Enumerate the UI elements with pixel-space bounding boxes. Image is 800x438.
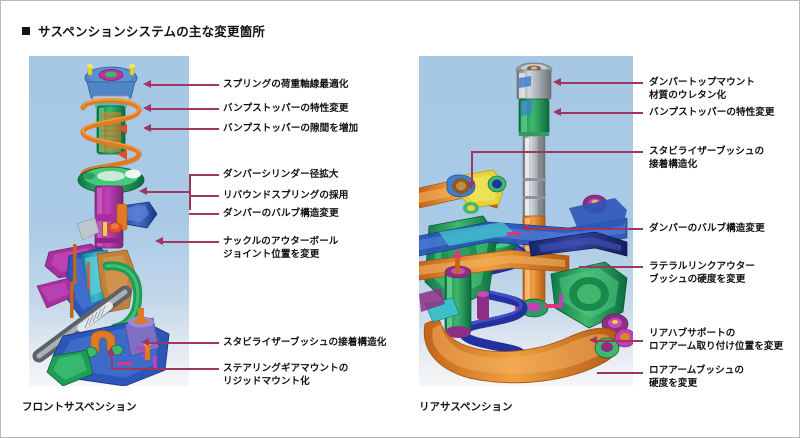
annotation-rear-6-label: リアハブサポートの ロアアーム取り付け位置を変更 [649, 328, 784, 353]
annotation-rear-2-label: バンプストッパーの特性変更 [649, 107, 775, 118]
page-title-text: サスペンションシステムの主な変更箇所 [38, 24, 266, 39]
arrow-front-8 [141, 338, 149, 346]
annotation-front-2-label: バンプストッパーの特性変更 [223, 103, 349, 114]
annotation-rear-5: ラテラルリンクアウター ブッシュの硬度を変更 [649, 260, 755, 286]
bullet-square-icon [22, 26, 30, 35]
leader-line-front-2 [151, 108, 219, 110]
front-suspension-figure [29, 56, 189, 386]
leader-vert-rear-3 [471, 151, 473, 183]
annotation-front-3: バンプストッパーの隙間を増加 [223, 122, 358, 135]
annotation-front-4-label: ダンパーシリンダー径拡大 [223, 169, 339, 180]
rear-suspension-cad-art [419, 56, 633, 386]
leader-line-rear-6 [597, 340, 643, 342]
rear-figure-caption: リアサスペンション [419, 401, 513, 413]
leader-line-front-4 [189, 174, 219, 176]
leader-line-rear-3 [471, 151, 643, 153]
annotation-rear-2: バンプストッパーの特性変更 [649, 106, 775, 119]
leader-line-front-7 [163, 241, 219, 243]
leader-line-rear-1 [561, 82, 643, 84]
annotation-front-7-label: ナックルのアウターボール ジョイント位置を変更 [223, 236, 339, 261]
front-figure-caption: フロントサスペンション [22, 401, 137, 413]
leader-line-rear-2 [561, 112, 643, 114]
leader-vert-front-9 [111, 353, 113, 369]
annotation-rear-6: リアハブサポートの ロアアーム取り付け位置を変更 [649, 327, 783, 353]
annotation-front-8: スタビライザーブッシュの接着構造化 [223, 336, 386, 349]
leader-line-front-5 [189, 195, 219, 197]
arrow-front-7 [155, 237, 163, 245]
arrow-rear-3 [467, 182, 475, 190]
arrow-front-9 [107, 347, 115, 355]
leader-line-front-4b [147, 191, 190, 193]
arrow-front-4 [139, 187, 147, 195]
leader-line-front-3 [151, 128, 219, 130]
annotation-rear-7: ロアアームブッシュの 硬度を変更 [649, 364, 744, 390]
annotation-rear-3-label: スタビライザーブッシュの 接着構造化 [649, 146, 765, 171]
arrow-front-2 [143, 104, 151, 112]
rear-suspension-figure [419, 56, 633, 386]
arrow-rear-6 [589, 336, 597, 344]
annotation-rear-1: ダンパートップマウント 材質のウレタン化 [649, 76, 755, 102]
annotation-rear-3: スタビライザーブッシュの 接着構造化 [649, 145, 764, 171]
annotation-rear-4: ダンパーのバルブ構造変更 [649, 222, 765, 235]
leader-line-rear-7 [597, 372, 643, 374]
leader-line-front-1 [151, 84, 219, 86]
arrow-rear-1 [553, 78, 561, 86]
annotation-front-1: スプリングの荷重軸線最適化 [223, 78, 348, 91]
leader-line-rear-4 [529, 228, 643, 230]
leader-line-front-6 [189, 213, 219, 215]
annotation-front-1-label: スプリングの荷重軸線最適化 [223, 79, 349, 90]
leader-line-front-9 [111, 368, 219, 370]
annotation-rear-4-label: ダンパーのバルブ構造変更 [649, 223, 765, 234]
annotation-front-6: ダンパーのバルブ構造変更 [223, 207, 339, 220]
annotation-rear-5-label: ラテラルリンクアウター ブッシュの硬度を変更 [649, 261, 756, 286]
page-title: サスペンションシステムの主な変更箇所 [22, 21, 265, 40]
annotation-front-6-label: ダンパーのバルブ構造変更 [223, 208, 339, 219]
annotation-front-8-label: スタビライザーブッシュの接着構造化 [223, 337, 387, 348]
leader-line-front-8 [149, 342, 219, 344]
annotation-front-2: バンプストッパーの特性変更 [223, 102, 349, 115]
annotation-front-4: ダンパーシリンダー径拡大 [223, 168, 339, 181]
leader-line-rear-5 [579, 266, 643, 268]
arrow-rear-4 [521, 224, 529, 232]
annotation-rear-1-label: ダンパートップマウント 材質のウレタン化 [649, 77, 756, 102]
annotation-rear-7-label: ロアアームブッシュの 硬度を変更 [649, 365, 744, 390]
annotation-front-3-label: バンプストッパーの隙間を増加 [223, 123, 359, 134]
annotation-front-5-label: リバウンドスプリングの採用 [223, 190, 349, 201]
arrow-front-1 [143, 80, 151, 88]
annotation-front-9: ステアリングギアマウントの リジッドマウント化 [223, 362, 348, 388]
arrow-front-3 [143, 124, 151, 132]
annotation-front-9-label: ステアリングギアマウントの リジッドマウント化 [223, 363, 349, 388]
front-suspension-cad-art [29, 56, 189, 386]
annotation-front-7: ナックルのアウターボール ジョイント位置を変更 [223, 235, 338, 261]
arrow-rear-2 [553, 108, 561, 116]
annotation-front-5: リバウンドスプリングの採用 [223, 189, 348, 202]
